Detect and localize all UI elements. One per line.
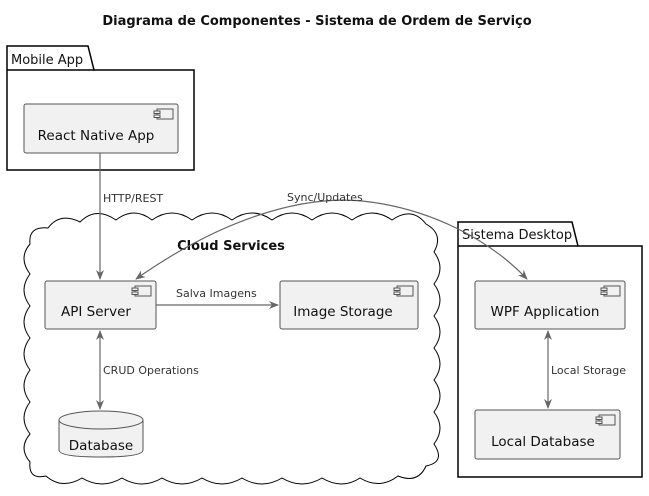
edge-sync-updates: Sync/Updates (135, 191, 528, 280)
edge-local-storage: Local Storage (544, 330, 626, 409)
image-storage-label: Image Storage (293, 304, 392, 320)
database-cylinder-icon (58, 410, 144, 430)
diagram-title: Diagrama de Componentes - Sistema de Ord… (102, 14, 531, 29)
edge-crud-operations-label: CRUD Operations (103, 364, 199, 377)
component-icon (393, 285, 414, 297)
edge-http-rest-label: HTTP/REST (103, 192, 163, 205)
package-sistema-desktop-label: Sistema Desktop (462, 228, 572, 243)
edge-http-rest: HTTP/REST (96, 153, 163, 280)
component-icon (595, 414, 616, 426)
package-mobile-app-label: Mobile App (11, 53, 83, 68)
component-local-database[interactable]: Local Database (474, 409, 621, 460)
component-api-server[interactable]: API Server (44, 280, 157, 330)
edge-salva-imagens: Salva Imagens (156, 287, 279, 309)
wpf-application-label: WPF Application (491, 304, 600, 320)
component-icon (131, 285, 152, 297)
react-native-app-label: React Native App (38, 128, 155, 144)
component-icon (153, 108, 174, 120)
edge-local-storage-label: Local Storage (551, 364, 626, 377)
local-database-label: Local Database (491, 434, 595, 450)
api-server-label: API Server (61, 304, 131, 320)
edge-salva-imagens-label: Salva Imagens (176, 287, 257, 300)
edge-sync-updates-label: Sync/Updates (287, 191, 363, 204)
component-image-storage[interactable]: Image Storage (279, 280, 419, 330)
component-wpf-application[interactable]: WPF Application (474, 280, 626, 330)
component-react-native-app[interactable]: React Native App (23, 103, 179, 154)
component-icon (600, 285, 621, 297)
edge-crud-operations: CRUD Operations (96, 330, 199, 410)
database-label: Database (69, 438, 133, 454)
cloud-services-label: Cloud Services (177, 239, 285, 254)
component-database[interactable]: Database (58, 410, 144, 458)
